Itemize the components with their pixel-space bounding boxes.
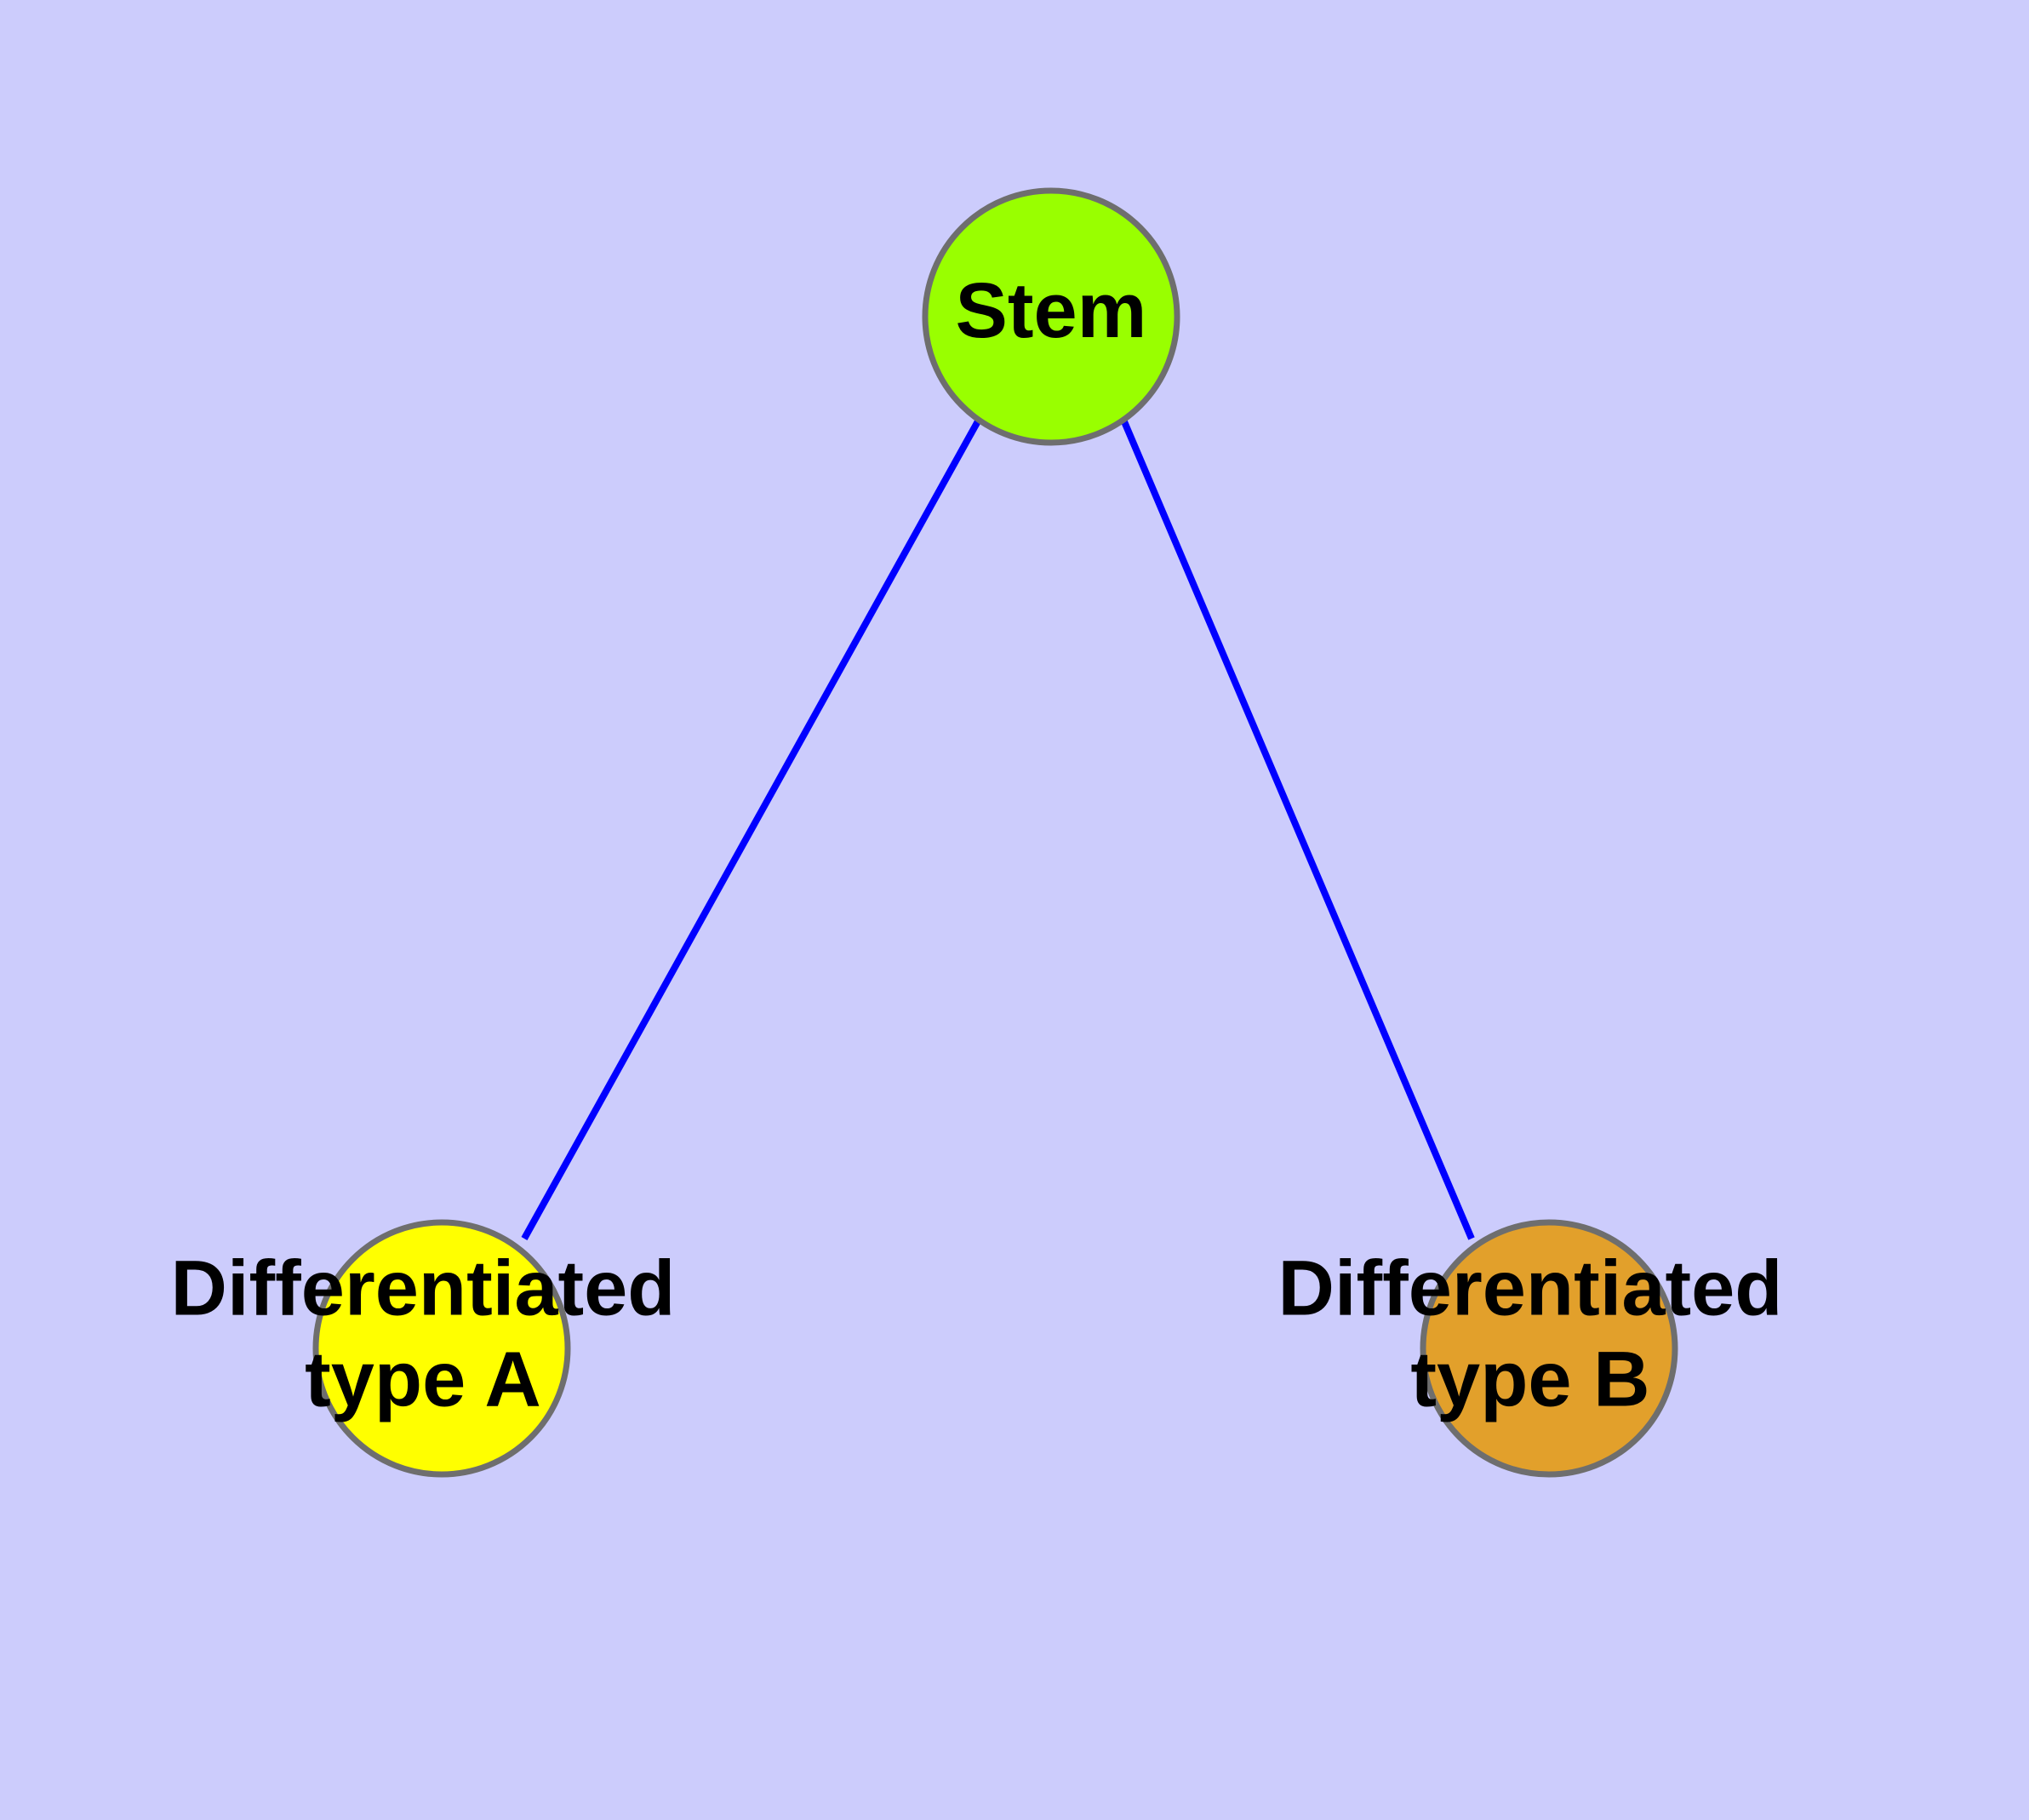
edge-layer — [521, 418, 1475, 1240]
node-stem[interactable] — [922, 187, 1180, 446]
node-layer — [312, 187, 1678, 1478]
node-label-stem: Stem — [956, 267, 1147, 354]
node-circle-differentiated-type-b[interactable] — [1420, 1219, 1678, 1478]
edge-stem-to-differentiated-type-b[interactable] — [1120, 418, 1475, 1240]
node-differentiated-type-b[interactable] — [1420, 1219, 1678, 1478]
node-circle-differentiated-type-a[interactable] — [312, 1219, 571, 1478]
node-differentiated-type-a[interactable] — [312, 1219, 571, 1478]
edge-stem-to-differentiated-type-a[interactable] — [521, 418, 982, 1240]
node-circle-stem[interactable] — [922, 187, 1180, 446]
